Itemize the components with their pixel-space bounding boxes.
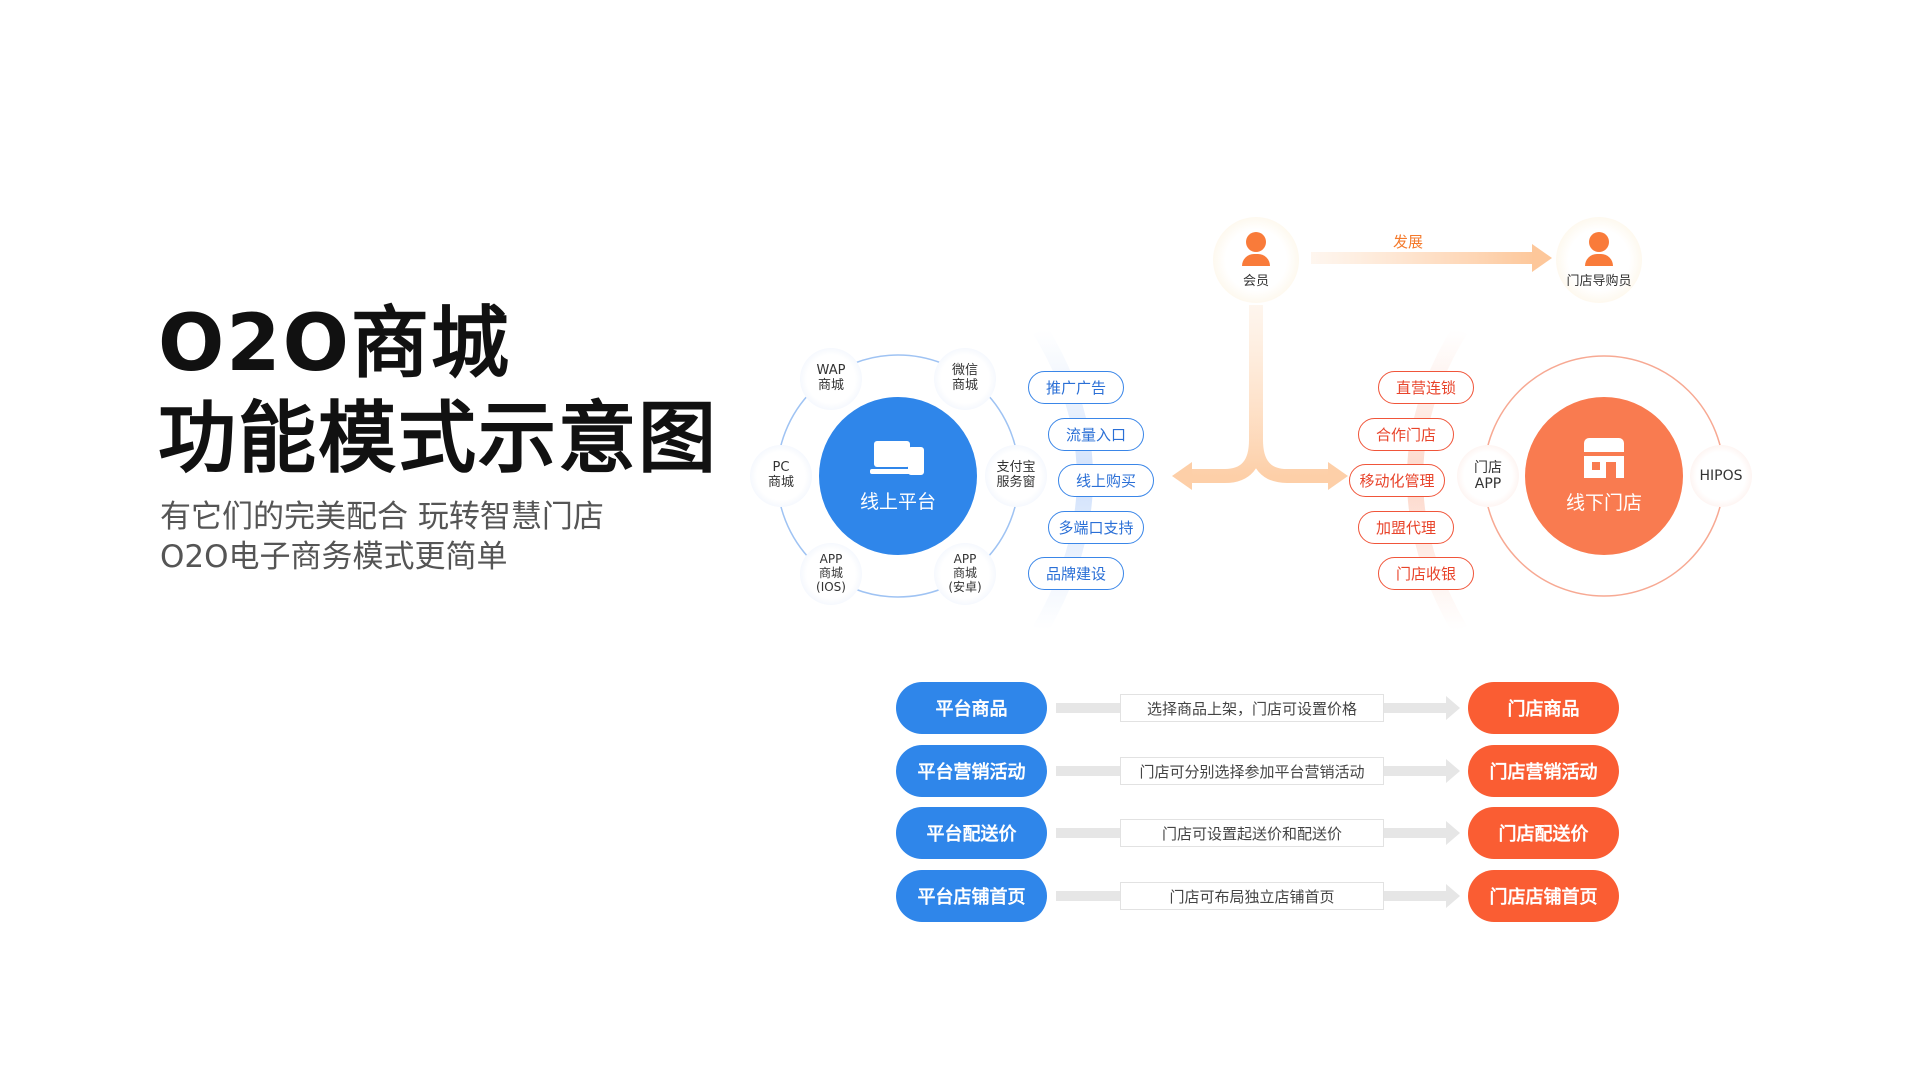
label: (IOS): [816, 579, 846, 594]
mapping-row: 平台配送价 门店可设置起送价和配送价 门店配送价: [896, 807, 1620, 859]
label: 商城: [952, 566, 977, 581]
platform-button[interactable]: 平台商品: [896, 682, 1047, 734]
arrow-head-icon: [1446, 884, 1460, 908]
left-arrow-head: [1172, 462, 1192, 490]
guide-body: [1585, 253, 1613, 266]
satellite-alipay[interactable]: 支付宝服务窗: [985, 445, 1047, 507]
feature-franchise[interactable]: 加盟代理: [1358, 511, 1454, 544]
label: 商城: [817, 378, 844, 393]
label: 商城: [767, 475, 794, 490]
feature-mobile-mgmt[interactable]: 移动化管理: [1349, 464, 1445, 497]
platform-button[interactable]: 平台营销活动: [896, 745, 1047, 797]
satellite-wechat[interactable]: 微信商城: [934, 348, 996, 410]
person-icon: [1246, 231, 1266, 252]
store-button[interactable]: 门店营销活动: [1468, 745, 1619, 797]
label: 商城: [818, 566, 843, 581]
label: 微信: [951, 363, 978, 379]
platform-button[interactable]: 平台店铺首页: [896, 870, 1047, 922]
devices-icon: [870, 439, 926, 477]
subtitle-line2: O2O电子商务模式更简单: [160, 539, 508, 575]
offline-store-label: 线下门店: [1565, 491, 1642, 514]
right-arrow-head: [1328, 462, 1348, 490]
row-description: 选择商品上架，门店可设置价格: [1120, 694, 1384, 722]
row-description: 门店可设置起送价和配送价: [1120, 819, 1384, 847]
label: PC: [772, 460, 790, 476]
feature-brand[interactable]: 品牌建设: [1028, 557, 1124, 590]
member-label: 会员: [1242, 273, 1269, 289]
mapping-row: 平台营销活动 门店可分别选择参加平台营销活动 门店营销活动: [896, 745, 1620, 797]
label: APP: [953, 552, 977, 567]
develop-label: 发展: [1393, 233, 1424, 251]
platform-button[interactable]: 平台配送价: [896, 807, 1047, 859]
row-description: 门店可布局独立店铺首页: [1120, 882, 1384, 910]
develop-arrow-head: [1532, 244, 1552, 272]
shopping-guide-node[interactable]: 门店导购员: [1556, 217, 1642, 303]
feature-direct-chain[interactable]: 直营连锁: [1378, 371, 1474, 404]
arrow-head-icon: [1446, 696, 1460, 720]
arrow-head-icon: [1446, 821, 1460, 845]
member-node[interactable]: 会员: [1213, 217, 1299, 303]
store-icon: [1582, 437, 1626, 478]
page-title-line2: 功能模式示意图: [158, 394, 719, 484]
guide-label: 门店导购员: [1566, 273, 1632, 289]
guide-icon: [1589, 231, 1609, 252]
mapping-row: 平台商品 选择商品上架，门店可设置价格 门店商品: [896, 682, 1620, 734]
label: APP: [1474, 476, 1502, 492]
offline-store-circle[interactable]: 线下门店: [1525, 397, 1683, 555]
store-button[interactable]: 门店商品: [1468, 682, 1619, 734]
label: (安卓): [948, 579, 982, 594]
person-body: [1242, 253, 1270, 266]
arrow-head-icon: [1446, 759, 1460, 783]
row-description: 门店可分别选择参加平台营销活动: [1120, 757, 1384, 785]
label: 服务窗: [996, 475, 1036, 490]
develop-arrow-shaft: [1311, 252, 1536, 264]
online-platform-label: 线上平台: [859, 490, 936, 513]
feature-partner-store[interactable]: 合作门店: [1358, 418, 1454, 451]
feature-multi-port[interactable]: 多端口支持: [1048, 511, 1144, 544]
label: 商城: [951, 378, 978, 393]
feature-cashier[interactable]: 门店收银: [1378, 557, 1474, 590]
label: 支付宝: [996, 460, 1036, 476]
online-platform-circle[interactable]: 线上平台: [819, 397, 977, 555]
label: WAP: [816, 363, 846, 379]
page-title-line1: O2O商城: [158, 299, 511, 389]
store-button[interactable]: 门店配送价: [1468, 807, 1619, 859]
label: 门店: [1474, 459, 1502, 476]
store-button[interactable]: 门店店铺首页: [1468, 870, 1619, 922]
feature-online-buy[interactable]: 线上购买: [1058, 464, 1154, 497]
feature-traffic[interactable]: 流量入口: [1048, 418, 1144, 451]
member-branch: [1190, 305, 1330, 483]
mapping-row: 平台店铺首页 门店可布局独立店铺首页 门店店铺首页: [896, 870, 1620, 922]
feature-ads[interactable]: 推广广告: [1028, 371, 1124, 404]
subtitle-line1: 有它们的完美配合 玩转智慧门店: [160, 499, 604, 535]
label: HIPOS: [1699, 467, 1743, 484]
satellite-hipos[interactable]: HIPOS: [1690, 445, 1752, 507]
label: APP: [819, 552, 843, 567]
